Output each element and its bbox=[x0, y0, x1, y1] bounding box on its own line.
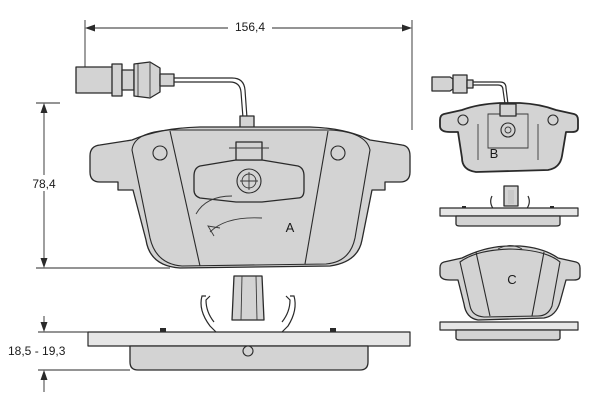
main-pad-label: A bbox=[286, 220, 295, 235]
mounting-hole-right bbox=[330, 145, 346, 161]
mounting-hole-left bbox=[152, 145, 168, 161]
wear-sensor bbox=[75, 61, 259, 143]
width-dimension: 156,4 bbox=[84, 18, 413, 130]
height-dimension-label: 78,4 bbox=[32, 177, 56, 191]
main-pad-view: A bbox=[89, 126, 411, 269]
inner-pad-view: C bbox=[439, 245, 581, 321]
thickness-dimension-label: 18,5 - 19,3 bbox=[8, 344, 66, 358]
width-dimension-label: 156,4 bbox=[235, 20, 265, 34]
side-profile-view bbox=[87, 275, 411, 371]
thickness-dimension: 18,5 - 19,3 bbox=[8, 316, 130, 392]
back-pad-view: B bbox=[431, 74, 579, 173]
inner-pad-label: C bbox=[507, 272, 516, 287]
height-dimension: 78,4 bbox=[26, 102, 170, 269]
back-pad-label: B bbox=[490, 146, 499, 161]
small-profile-view bbox=[439, 185, 579, 227]
small-profile-view-lower bbox=[439, 321, 579, 341]
